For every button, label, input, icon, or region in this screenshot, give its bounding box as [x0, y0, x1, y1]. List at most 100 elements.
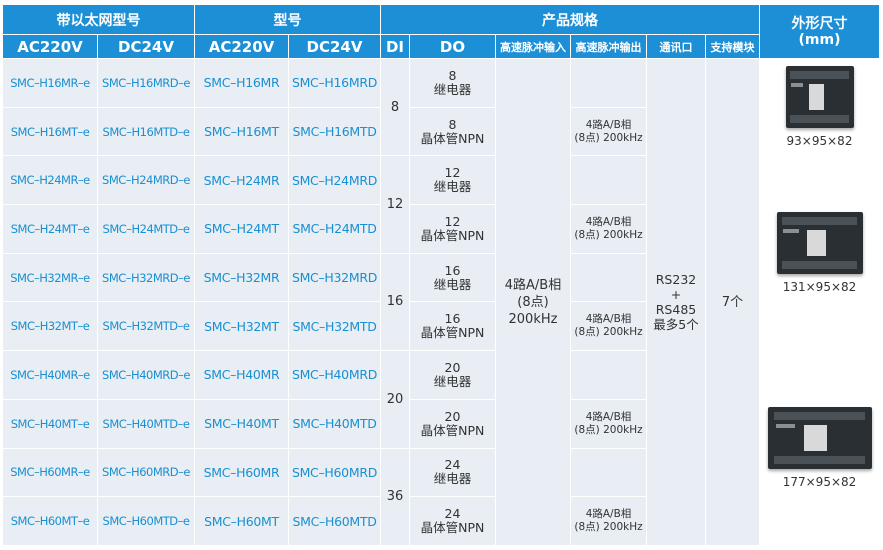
eth-ac-model: SMC–H40MT–e — [2, 398, 98, 449]
di-value: 8 — [380, 57, 410, 157]
do-count: 24 — [444, 506, 461, 522]
header-support-module: 支持模块 — [705, 34, 760, 59]
hs-output-line2: (8点) 200kHz — [574, 521, 643, 534]
dc-model: SMC–H16MRD — [288, 58, 381, 108]
do-count: 12 — [444, 165, 461, 181]
header-do: DO — [409, 34, 496, 59]
table-row: SMC–H40MT–e SMC–H40MTD–e SMC–H40MT SMC–H… — [2, 398, 880, 449]
table-row: SMC–H40MR–e SMC–H40MRD–e SMC–H40MR SMC–H… — [2, 350, 880, 546]
eth-dc-model: SMC–H16MTD–e — [97, 106, 195, 157]
do-type: 晶体管NPN — [420, 130, 485, 146]
header-eth-ac220v: AC220V — [2, 34, 98, 59]
header-dc24v: DC24V — [288, 34, 381, 59]
do-count: 16 — [444, 262, 461, 278]
dc-model: SMC–H60MRD — [288, 447, 381, 498]
comm-line3: RS485 — [655, 302, 697, 317]
do-count: 20 — [444, 359, 461, 375]
spec-table: 带以太网型号 型号 产品规格 外形尺寸 (mm) AC220V DC24V AC… — [2, 4, 880, 546]
eth-ac-model: SMC–H16MT–e — [2, 106, 98, 157]
ac-model: SMC–H24MR — [194, 155, 289, 206]
dimension-cell: 131×95×82 — [759, 155, 880, 352]
eth-ac-model: SMC–H60MR–e — [2, 447, 98, 498]
eth-ac-model: SMC–H24MT–e — [2, 204, 98, 254]
dc-model: SMC–H40MTD — [288, 398, 381, 449]
table-row: SMC–H24MT–e SMC–H24MTD–e SMC–H24MT SMC–H… — [2, 204, 880, 254]
do-count: 12 — [444, 213, 461, 229]
do-count: 8 — [448, 67, 457, 83]
dimension-cell: 93×95×82 — [759, 57, 880, 157]
table-row: SMC–H60MT–e SMC–H60MTD–e SMC–H60MT SMC–H… — [2, 496, 880, 546]
do-count: 16 — [444, 311, 461, 327]
header-model: 型号 — [194, 4, 381, 35]
do-type: 继电器 — [433, 276, 472, 292]
dc-model: SMC–H40MRD — [288, 350, 381, 400]
eth-ac-model: SMC–H16MR–e — [2, 58, 98, 108]
do-type: 晶体管NPN — [420, 520, 485, 536]
ac-model: SMC–H32MR — [194, 252, 289, 303]
hs-input-line3: 200kHz — [508, 311, 558, 327]
table-row: SMC–H16MT–e SMC–H16MTD–e SMC–H16MT SMC–H… — [2, 106, 880, 157]
do-type: 晶体管NPN — [420, 227, 485, 243]
plc-60-device — [767, 407, 872, 470]
hs-output-line1: 4路A/B相 — [585, 215, 632, 228]
ac-model: SMC–H60MT — [194, 496, 289, 546]
eth-ac-model: SMC–H40MR–e — [2, 350, 98, 400]
hs-output-line1: 4路A/B相 — [585, 313, 632, 326]
comm-line4: 最多5个 — [653, 317, 699, 332]
eth-dc-model: SMC–H60MRD–e — [97, 447, 195, 498]
di-value: 20 — [380, 350, 410, 449]
do-type: 继电器 — [433, 471, 472, 487]
header-dimensions-title: 外形尺寸 — [791, 15, 848, 32]
ac-model: SMC–H24MT — [194, 204, 289, 254]
comm-port-cell: RS232 + RS485 最多5个 — [646, 58, 706, 546]
header-eth-dc24v: DC24V — [97, 34, 195, 59]
ac-model: SMC–H16MT — [194, 106, 289, 157]
hs-output-cell: 4路A/B相(8点) 200kHz — [570, 496, 647, 546]
hs-output-cell — [570, 58, 647, 108]
hs-output-line2: (8点) 200kHz — [574, 423, 643, 436]
hs-output-cell — [570, 252, 647, 303]
header-hs-output: 高速脉冲输出 — [570, 34, 647, 59]
header-comm-port: 通讯口 — [646, 34, 706, 59]
hs-input-cell: 4路A/B相 (8点) 200kHz — [495, 58, 571, 546]
hs-input-line1: 4路A/B相 — [504, 277, 562, 293]
dimension-value: 131×95×82 — [782, 280, 857, 295]
eth-dc-model: SMC–H32MRD–e — [97, 252, 195, 303]
hs-output-cell: 4路A/B相(8点) 200kHz — [570, 398, 647, 449]
di-value: 36 — [380, 447, 410, 546]
hs-output-cell: 4路A/B相(8点) 200kHz — [570, 204, 647, 254]
dimension-value: 93×95×82 — [786, 134, 853, 149]
do-type: 晶体管NPN — [420, 325, 485, 341]
do-count: 20 — [444, 408, 461, 424]
eth-dc-model: SMC–H40MTD–e — [97, 398, 195, 449]
header-dimensions-unit: (mm) — [798, 31, 841, 48]
eth-dc-model: SMC–H24MRD–e — [97, 155, 195, 206]
eth-dc-model: SMC–H32MTD–e — [97, 301, 195, 352]
table-row: SMC–H32MR–e SMC–H32MRD–e SMC–H32MR SMC–H… — [2, 252, 880, 352]
hs-output-line1: 4路A/B相 — [585, 410, 632, 423]
eth-ac-model: SMC–H60MT–e — [2, 496, 98, 546]
comm-line1: RS232 — [655, 272, 697, 287]
header-hs-input: 高速脉冲输入 — [495, 34, 571, 59]
header-ac220v: AC220V — [194, 34, 289, 59]
table-row: SMC–H16MR–e SMC–H16MRD–e SMC–H16MR SMC–H… — [2, 57, 880, 546]
hs-output-line2: (8点) 200kHz — [574, 228, 643, 241]
di-value: 12 — [380, 155, 410, 254]
eth-dc-model: SMC–H60MTD–e — [97, 496, 195, 546]
hs-output-cell — [570, 447, 647, 498]
do-type: 继电器 — [433, 179, 472, 195]
comm-line2: + — [670, 287, 682, 302]
table-row: SMC–H60MR–e SMC–H60MRD–e SMC–H60MR SMC–H… — [2, 447, 880, 546]
dc-model: SMC–H60MTD — [288, 496, 381, 546]
dc-model: SMC–H24MRD — [288, 155, 381, 206]
eth-ac-model: SMC–H32MT–e — [2, 301, 98, 352]
ac-model: SMC–H16MR — [194, 58, 289, 108]
hs-input-line2: (8点) — [517, 294, 549, 310]
